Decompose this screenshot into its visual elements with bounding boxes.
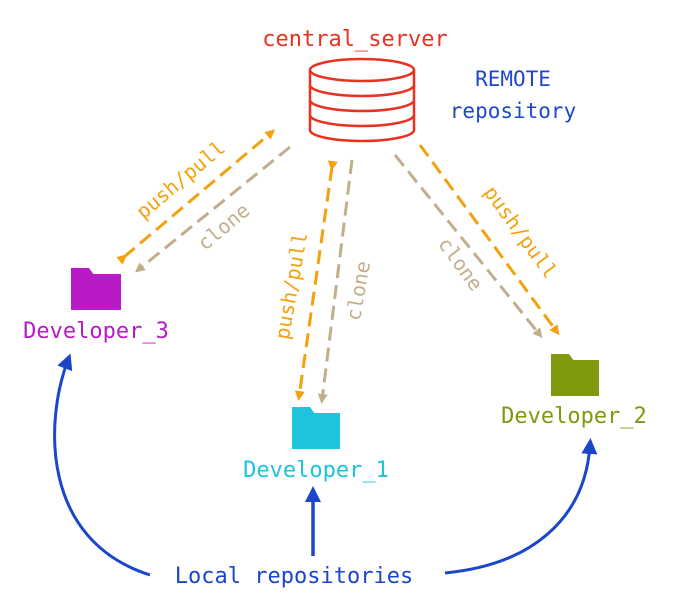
database-icon [308,57,416,143]
local-arrow-dev2 [444,438,598,575]
clone-label-dev1: clone [341,259,375,322]
clone-arrow-dev2 [393,154,543,339]
developer-3-folder-icon [71,268,121,310]
push-pull-arrow-dev3 [116,129,276,265]
developer-2-label: Developer_2 [501,404,647,429]
local-repositories-label: Local repositories [175,564,413,589]
repository-label: repository [450,99,576,123]
push-pull-label-dev1: push/pull [270,230,312,341]
developer-1-folder-icon [292,407,340,449]
remote-label: REMOTE [475,67,551,91]
push-pull-arrow-dev2 [418,144,560,336]
server-label: central_server [262,27,447,52]
clone-arrow-dev3 [134,145,291,273]
local-arrow-dev3 [53,353,151,577]
clone-label-dev2: clone [433,232,488,295]
clone-arrow-dev1 [317,159,354,404]
push-pull-label-dev2: push/pull [479,181,562,283]
developer-2-folder-icon [551,354,599,396]
developer-3-label: Developer_3 [23,319,169,344]
clone-label-dev3: clone [193,198,255,255]
developer-1-label: Developer_1 [243,458,389,483]
push-pull-arrow-dev1 [294,160,338,401]
